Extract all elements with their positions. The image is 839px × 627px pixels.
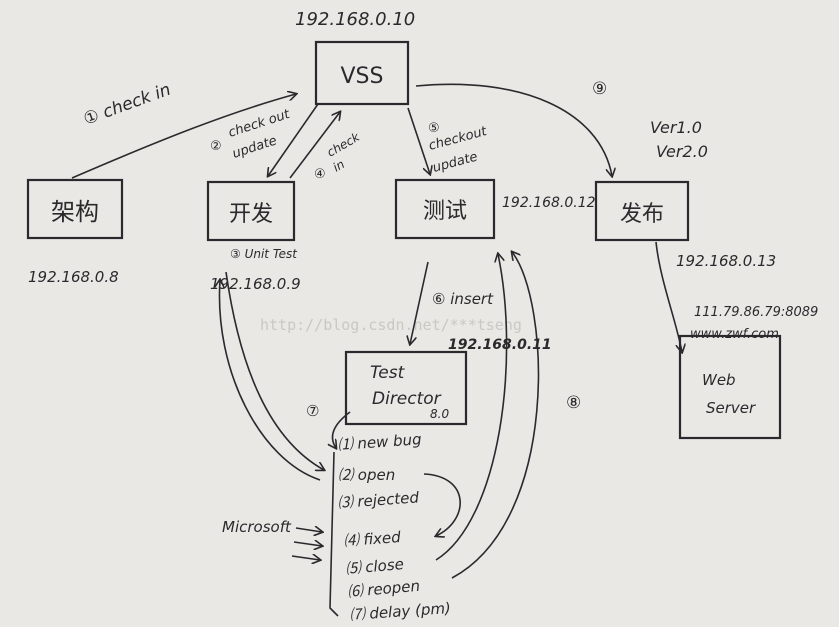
bug-state-fixed: ⑷ fixed xyxy=(343,528,402,550)
development-node: 开发 xyxy=(208,182,294,240)
test-director-ip: 192.168.0.11 xyxy=(448,337,552,353)
web-server-line2: Server xyxy=(706,399,756,417)
edge-release-label: ⑨ xyxy=(592,79,607,99)
release-node: 发布 xyxy=(596,182,688,240)
test-director-node: Test Director 8.0 xyxy=(346,352,466,424)
watermark: http://blog.csdn.net/***tseng xyxy=(260,316,522,334)
vss-ip: 192.168.0.10 xyxy=(295,9,415,30)
bug-state-reopen: ⑹ reopen xyxy=(347,577,421,601)
bug-state-list: ⑴ new bug ⑵ open ⑶ rejected ⑷ fixed ⑸ cl… xyxy=(337,430,451,624)
status-list-bracket xyxy=(330,452,338,616)
development-ip: 192.168.0.9 xyxy=(210,275,301,293)
edge-checkin-dev-label-b: in xyxy=(331,157,347,175)
edge-checkout-test-label-b: update xyxy=(431,150,479,176)
microsoft-arrow-1 xyxy=(296,528,322,532)
bug-state-close: ⑸ close xyxy=(345,555,405,578)
microsoft-arrow-3 xyxy=(292,556,320,560)
microsoft-arrow-2 xyxy=(294,542,322,546)
edge-checkout-test-num: ⑤ xyxy=(428,121,440,136)
release-ip: 192.168.0.13 xyxy=(676,252,776,270)
bug-state-rejected: ⑶ rejected xyxy=(337,488,420,512)
vss-node: VSS xyxy=(316,42,408,104)
edge-checkin-dev-num: ④ xyxy=(314,167,326,182)
edge-retest-label: ⑧ xyxy=(566,393,581,413)
web-server-address: 111.79.86.79:8089 xyxy=(694,305,818,320)
release-ver1: Ver1.0 xyxy=(650,118,702,137)
microsoft-label: Microsoft xyxy=(222,518,292,536)
test-director-version: 8.0 xyxy=(430,407,449,421)
web-server-node: Web Server xyxy=(680,336,780,438)
test-director-line1: Test xyxy=(370,363,406,383)
edge-dev-status xyxy=(226,272,324,470)
architecture-node: 架构 xyxy=(28,180,122,238)
web-server-url: www.zwf.com xyxy=(690,327,779,342)
development-label: 开发 xyxy=(229,202,273,227)
edge-fixed-loop xyxy=(424,474,460,536)
release-ver2: Ver2.0 xyxy=(656,142,708,161)
release-label: 发布 xyxy=(620,202,664,227)
edge-insert-label: ⑥ insert xyxy=(432,290,494,308)
web-server-line1: Web xyxy=(702,371,736,389)
architecture-label: 架构 xyxy=(51,198,99,226)
bug-state-delay: ⑺ delay (pm) xyxy=(349,599,451,624)
edge-status-dev xyxy=(219,280,320,480)
bug-state-open: ⑵ open xyxy=(338,466,395,484)
edge-checkin-arch-label: ① check in xyxy=(81,80,174,130)
bug-state-new: ⑴ new bug xyxy=(337,430,422,454)
test-label: 测试 xyxy=(423,199,467,224)
architecture-ip: 192.168.0.8 xyxy=(28,268,119,286)
edge-td-status-num: ⑦ xyxy=(306,402,319,420)
test-node: 测试 xyxy=(396,180,494,238)
vss-label: VSS xyxy=(341,64,384,89)
edge-checkout-dev-num: ② xyxy=(210,139,222,154)
unit-test-label: ③ Unit Test xyxy=(230,247,298,261)
test-director-line2: Director xyxy=(372,389,442,409)
edge-checkin-dev-label-a: check xyxy=(325,129,363,159)
test-ip: 192.168.0.12 xyxy=(502,195,596,211)
